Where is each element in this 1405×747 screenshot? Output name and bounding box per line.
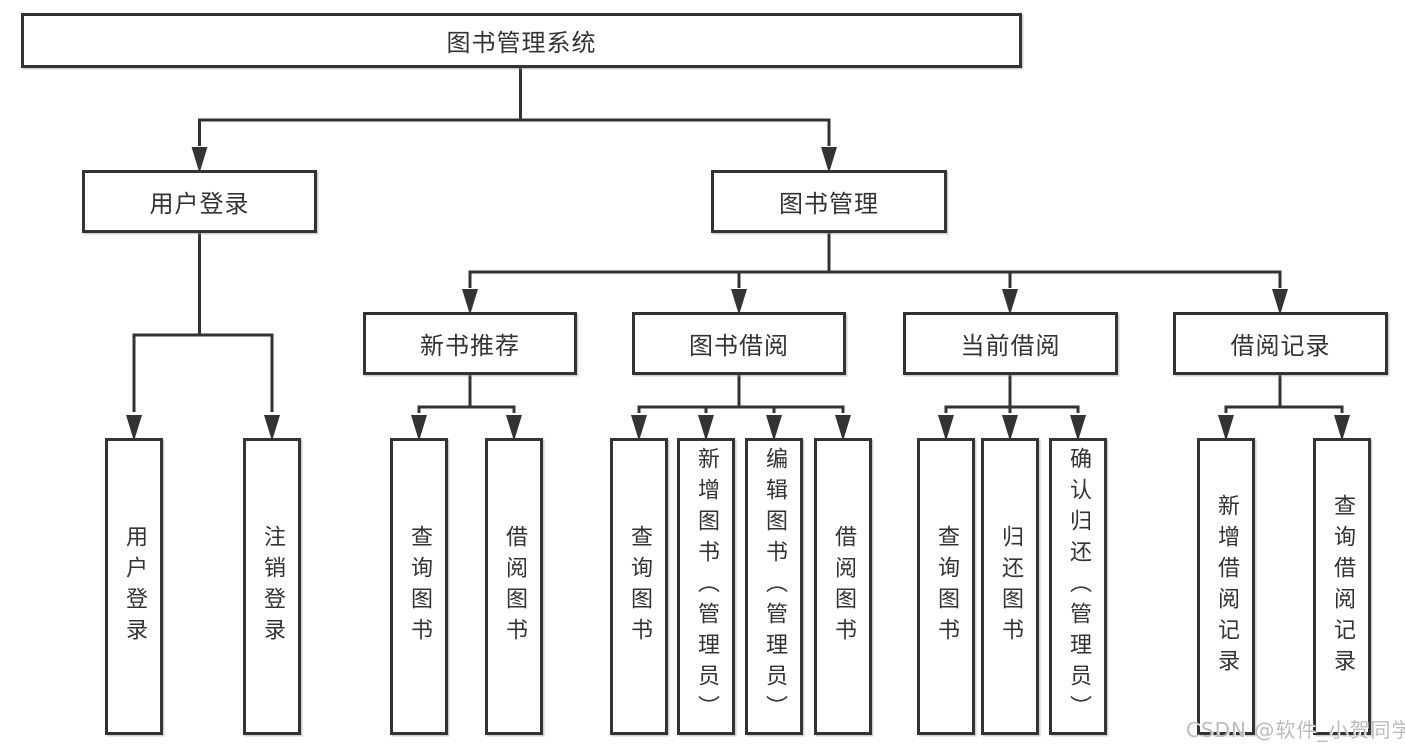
leaf-query-books-borrow: 查询图书 bbox=[610, 438, 668, 735]
node-borrow-records: 借阅记录 bbox=[1173, 312, 1388, 375]
leaf-user-login: 用户登录 bbox=[105, 438, 163, 735]
leaf-query-books-current: 查询图书 bbox=[917, 438, 975, 735]
leaf-borrow-books: 借阅图书 bbox=[814, 438, 872, 735]
node-current-borrow: 当前借阅 bbox=[903, 312, 1118, 375]
leaf-return-books: 归还图书 bbox=[981, 438, 1039, 735]
node-root-system: 图书管理系统 bbox=[21, 13, 1022, 68]
leaf-query-books-recommend: 查询图书 bbox=[390, 438, 448, 735]
leaf-query-borrow-record: 查询借阅记录 bbox=[1313, 438, 1371, 735]
leaf-borrow-books-recommend: 借阅图书 bbox=[485, 438, 543, 735]
leaf-edit-books-admin: 编辑图书（管理员） bbox=[745, 438, 803, 735]
node-user-login: 用户登录 bbox=[82, 170, 317, 233]
watermark: CSDN @软件_小贺同学 bbox=[1186, 718, 1405, 742]
leaf-add-borrow-record: 新增借阅记录 bbox=[1197, 438, 1255, 735]
node-new-book-recommend: 新书推荐 bbox=[363, 312, 577, 375]
leaf-logout: 注销登录 bbox=[243, 438, 301, 735]
node-book-borrow: 图书借阅 bbox=[632, 312, 846, 375]
leaf-add-books-admin: 新增图书（管理员） bbox=[677, 438, 735, 735]
node-book-management: 图书管理 bbox=[711, 170, 947, 233]
leaf-confirm-return-admin: 确认归还（管理员） bbox=[1049, 438, 1107, 735]
